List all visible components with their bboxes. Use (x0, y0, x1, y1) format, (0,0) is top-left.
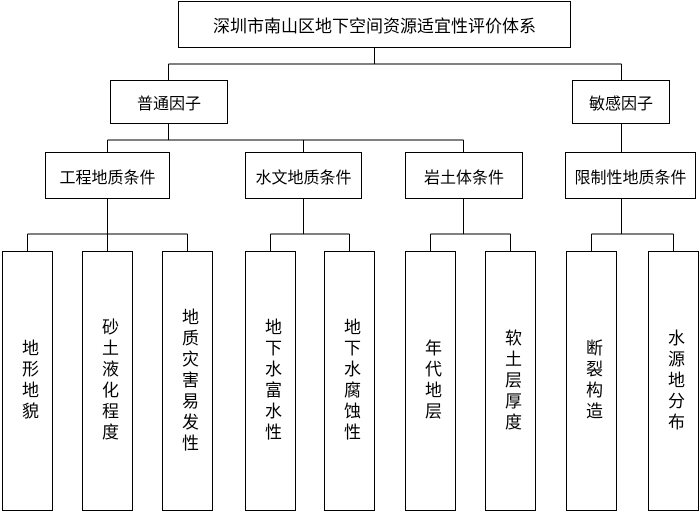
connector-cat-restrictive (591, 199, 674, 251)
category-label: 水文地质条件 (255, 167, 352, 187)
factor-node: 地下水富水性 (245, 251, 296, 511)
factor-label: 砂土液化程度 (98, 318, 118, 444)
factor-node: 年代地层 (405, 251, 456, 511)
factor-node: 地下水腐蚀性 (324, 251, 375, 511)
factor-node: 断裂构造 (566, 251, 617, 511)
group-label: 普通因子 (136, 94, 201, 113)
category-node-restrictive: 限制性地质条件 (565, 152, 696, 199)
connector-cat-rock (430, 199, 511, 251)
connector-cat-engineering (27, 199, 188, 251)
factor-label: 年代地层 (421, 339, 441, 423)
factor-label: 地质灾害易发性 (178, 307, 198, 455)
root-node: 深圳市南山区地下空间资源适宜性评价体系 (178, 1, 571, 48)
connector-cat-hydro (270, 199, 350, 251)
factor-label: 软土层厚度 (501, 328, 521, 434)
factor-node: 水源地分布 (648, 251, 699, 511)
factor-node: 地形地貌 (2, 251, 53, 511)
factor-node: 软土层厚度 (485, 251, 536, 511)
group-node-sensitive: 敏感因子 (572, 80, 670, 124)
category-node-engineering: 工程地质条件 (45, 152, 170, 199)
connector-root (168, 48, 622, 80)
factor-label: 地下水富水性 (261, 318, 281, 444)
category-node-rock: 岩土体条件 (405, 152, 523, 199)
group-label: 敏感因子 (588, 94, 653, 113)
factor-label: 水源地分布 (664, 328, 684, 434)
category-label: 岩土体条件 (423, 167, 504, 187)
category-node-hydro: 水文地质条件 (245, 152, 362, 199)
category-label: 限制性地质条件 (574, 167, 687, 187)
factor-label: 地下水腐蚀性 (340, 318, 360, 444)
connector-group-common (107, 124, 464, 152)
root-label: 深圳市南山区地下空间资源适宜性评价体系 (213, 17, 536, 37)
factor-node: 地质灾害易发性 (162, 251, 213, 511)
factor-label: 断裂构造 (582, 339, 602, 423)
group-node-common: 普通因子 (110, 80, 228, 124)
factor-label: 地形地貌 (18, 339, 38, 423)
factor-node: 砂土液化程度 (82, 251, 133, 511)
category-label: 工程地质条件 (59, 167, 156, 187)
